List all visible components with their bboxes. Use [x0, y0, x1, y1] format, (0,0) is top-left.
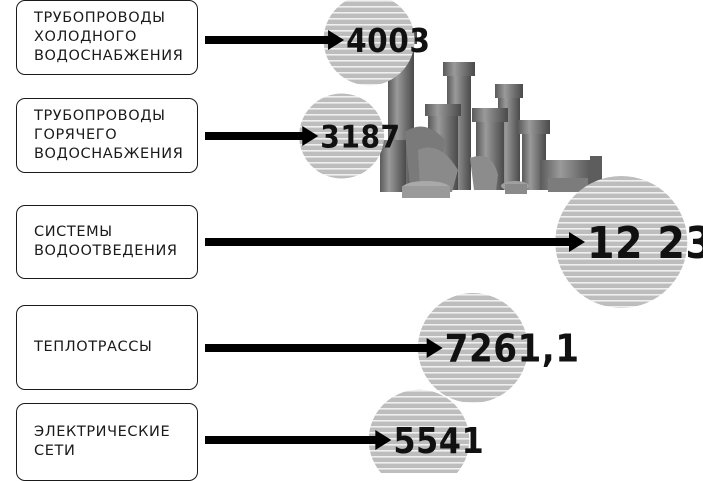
category-label-line: ТЕПЛОТРАССЫ [34, 339, 153, 355]
value-circle [555, 176, 688, 308]
bar-arrow [205, 344, 429, 352]
bar-arrow [205, 238, 571, 246]
value-label: 12 231 [587, 218, 703, 269]
value-label: 3187 [320, 119, 400, 155]
category-label-line: ЭЛЕКТРИЧЕСКИЕ [34, 424, 171, 440]
bar-arrowhead [328, 30, 345, 50]
category-label-line: ТРУБОПРОВОДЫ [34, 10, 166, 26]
value-label: 7261,1 [445, 327, 580, 371]
value-circle [323, 0, 415, 86]
category-label-box: ТЕПЛОТРАССЫ [16, 305, 198, 390]
bar-arrowhead [375, 430, 392, 450]
category-label-line: ВОДООТВЕДЕНИЯ [34, 243, 178, 259]
value-label: 4003 [346, 21, 430, 60]
value-circle [417, 293, 528, 403]
value-circle [299, 93, 385, 179]
category-label-line: ГОРЯЧЕГО [34, 127, 118, 143]
category-label-line: СИСТЕМЫ [34, 224, 113, 240]
bar-arrow [205, 36, 331, 44]
bar-arrowhead [426, 338, 443, 358]
value-circle [368, 389, 470, 473]
plastic-pipes-illustration [380, 28, 602, 198]
category-label-box: ЭЛЕКТРИЧЕСКИЕ СЕТИ [16, 403, 198, 481]
category-label-box: СИСТЕМЫ ВОДООТВЕДЕНИЯ [16, 205, 198, 279]
chart-bars: 4003 3187 12 231 7261,1 5541 [205, 0, 703, 473]
category-label-line: СЕТИ [34, 443, 76, 459]
value-label: 5541 [393, 421, 484, 462]
bar-arrow [205, 132, 305, 140]
category-label-box: ТРУБОПРОВОДЫ ХОЛОДНОГО ВОДОСНАБЖЕНИЯ [16, 0, 198, 75]
category-label-line: ВОДОСНАБЖЕНИЯ [34, 146, 184, 162]
category-label-line: ВОДОСНАБЖЕНИЯ [34, 48, 184, 64]
category-label-line: ХОЛОДНОГО [34, 29, 137, 45]
category-label-box: ТРУБОПРОВОДЫ ГОРЯЧЕГО ВОДОСНАБЖЕНИЯ [16, 98, 198, 173]
bar-arrow [205, 436, 378, 444]
bar-arrowhead [302, 126, 319, 146]
bar-arrowhead [569, 232, 585, 252]
category-label-line: ТРУБОПРОВОДЫ [34, 108, 166, 124]
